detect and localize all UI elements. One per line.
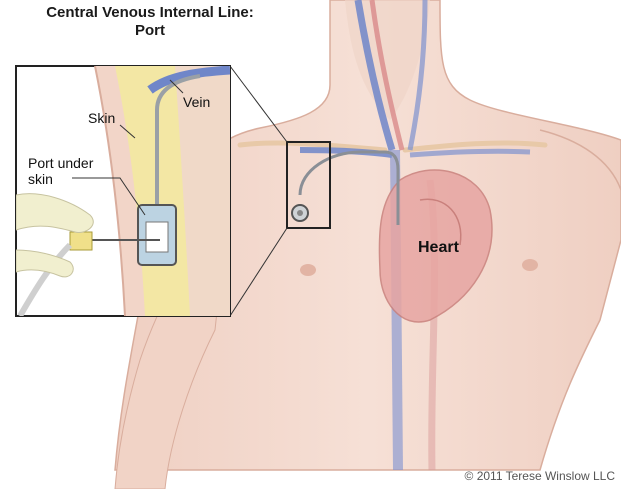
left-nipple — [300, 264, 316, 276]
inset-port-reservoir — [146, 222, 168, 252]
title-line-1: Central Venous Internal Line: — [0, 4, 300, 22]
port-septum — [297, 210, 303, 216]
inset-needle-hub — [70, 232, 92, 250]
copyright-notice: © 2011 Terese Winslow LLC — [465, 469, 615, 483]
port-label-line-1: Port under — [28, 155, 93, 171]
diagram-title: Central Venous Internal Line: Port — [0, 4, 300, 40]
port-label-line-2: skin — [28, 171, 53, 187]
vein-label: Vein — [183, 94, 210, 110]
heart-label: Heart — [418, 240, 459, 256]
title-line-2: Port — [0, 22, 300, 40]
skin-label: Skin — [88, 110, 115, 126]
right-nipple — [522, 259, 538, 271]
